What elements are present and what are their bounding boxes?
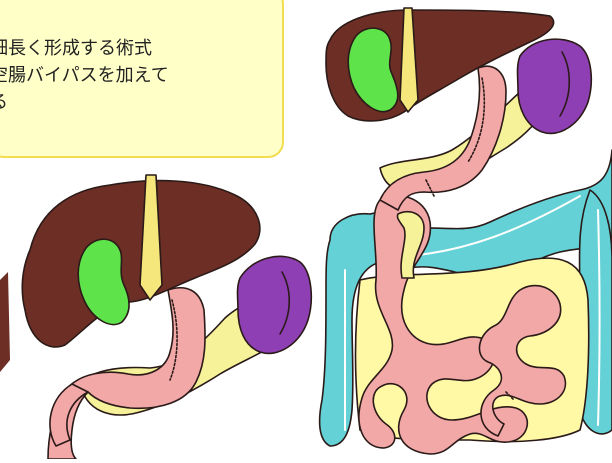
callout-line-2: 空腸バイパスを加えて bbox=[0, 65, 169, 86]
spleen-left bbox=[238, 256, 312, 353]
callout-box: 細長く形成する術式 空腸バイパスを加えて る bbox=[0, 0, 284, 158]
edge-fragment bbox=[0, 272, 10, 372]
duodenum-left bbox=[50, 384, 88, 446]
callout-text: 細長く形成する術式 空腸バイパスを加えて る bbox=[0, 35, 200, 116]
callout-line-1: 細長く形成する術式 bbox=[0, 38, 152, 59]
spleen-right bbox=[518, 39, 592, 133]
left-illustration bbox=[22, 175, 311, 459]
callout-line-3: る bbox=[0, 92, 8, 113]
right-illustration bbox=[320, 8, 612, 454]
